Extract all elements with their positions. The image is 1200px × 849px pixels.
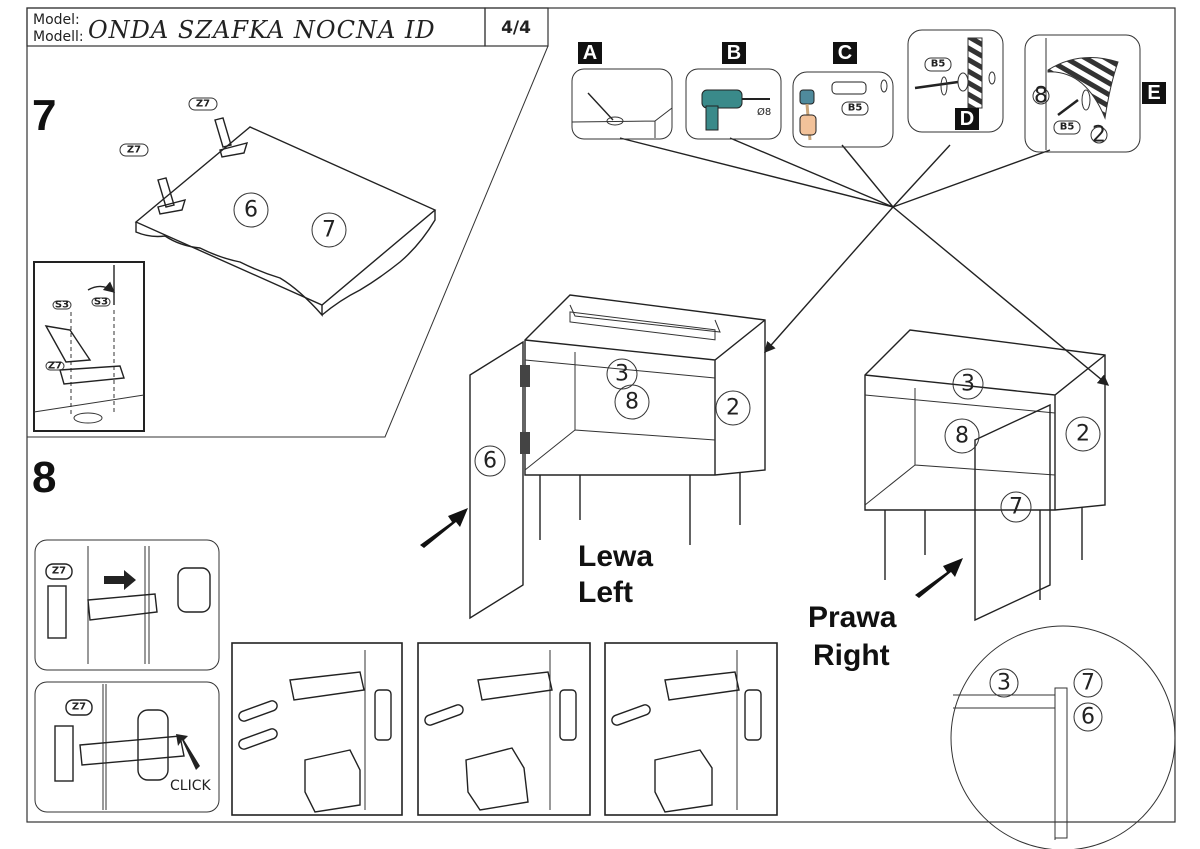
step-letter: E: [1147, 82, 1160, 104]
right-door: [974, 403, 1051, 622]
cabinet-label-en: Right: [813, 639, 890, 672]
header: Model: Modell: ONDA SZAFKA NOCNA ID 4/4: [26, 7, 549, 47]
step-letter: D: [960, 108, 974, 130]
panel-number: 3: [997, 671, 1011, 696]
step7-divider: [27, 45, 549, 438]
step-8-number: 8: [32, 453, 56, 502]
cabinet-label-pl: Lewa: [578, 540, 653, 573]
hinge-label: Z7: [52, 566, 66, 577]
pencil-mark-icon: [587, 92, 614, 121]
detail-circle: 3 7 6: [950, 625, 1176, 849]
arrow-icon: [915, 558, 963, 598]
step-letter: A: [583, 42, 597, 64]
hinge-label: Z7: [127, 145, 141, 156]
screw-into-panel-icon: [1057, 89, 1091, 116]
step-letter: B: [727, 42, 741, 64]
panel-number: 8: [955, 424, 969, 449]
hinge-z7-2: [214, 117, 249, 158]
cabinet-label-pl: Prawa: [808, 601, 897, 634]
page-frame: [26, 7, 1176, 823]
part-label: B5: [1060, 122, 1075, 133]
part-label: B5: [848, 103, 863, 114]
hinge-label: Z7: [48, 361, 62, 372]
panel-number: 6: [1081, 705, 1095, 730]
hinge-z7-1: [157, 177, 187, 215]
hinge-label: Z7: [72, 702, 86, 713]
left-door: [469, 340, 524, 620]
step-a: A: [571, 42, 673, 140]
wall-mount-steps: A B Ø8 C: [571, 29, 1166, 386]
right-cabinet: 3 8 2 7 Prawa Right: [808, 329, 1106, 672]
panel-number: 7: [1081, 671, 1095, 696]
part-label: B5: [931, 59, 946, 70]
click-label: CLICK: [170, 778, 211, 794]
panel-number: 8: [1034, 84, 1048, 109]
pointer-lines: [619, 137, 1110, 386]
left-cabinet: 3 8 2 6 Lewa Left: [420, 294, 766, 620]
panel-number: 2: [726, 396, 740, 421]
step-letter: C: [838, 42, 852, 64]
screw-label: S3: [55, 300, 69, 311]
arrow-icon: [420, 508, 468, 548]
hinge-label: Z7: [196, 99, 210, 110]
panel-number: 3: [961, 372, 975, 397]
step-7-number: 7: [32, 91, 56, 140]
door-panel: [134, 126, 437, 306]
step-b: B Ø8: [685, 42, 782, 140]
screw-washer-icon: [914, 71, 996, 96]
drill-size: Ø8: [757, 106, 771, 118]
model-label: Model:: [33, 12, 80, 28]
adjust-panel-depth: [231, 642, 403, 816]
step-e: 8 B5 2 E: [1024, 34, 1166, 153]
panel-number: 2: [1076, 422, 1090, 447]
model-name: ONDA SZAFKA NOCNA ID: [88, 16, 436, 44]
screw-label: S3: [94, 297, 108, 308]
panel-number: 7: [1009, 495, 1023, 520]
cabinet-label-en: Left: [578, 576, 633, 609]
page-number: 4/4: [501, 18, 531, 38]
panel-number: 8: [625, 390, 639, 415]
drill-icon: [701, 89, 770, 131]
panel-number: 6: [483, 449, 497, 474]
modell-label: Modell:: [33, 29, 84, 45]
panel-number: 6: [244, 198, 258, 223]
cabinet-legs: [539, 472, 741, 545]
panel-number: 7: [322, 218, 336, 243]
hammer-dowel-icon: [799, 79, 888, 141]
adjust-panel-side: [417, 642, 591, 816]
adjust-panel-height: [604, 642, 778, 816]
hinge-attach-panel: Z7: [34, 539, 220, 671]
panel-number: 2: [1092, 123, 1106, 148]
step-c: C B5: [792, 42, 894, 148]
hinge-click-panel: Z7 CLICK: [34, 681, 220, 813]
step-7: 7 Z7 Z7 6 7: [32, 91, 437, 432]
hinge-screw-inset: S3 S3 Z7: [33, 261, 145, 432]
cabinet-legs: [884, 507, 1083, 600]
panel-number: 3: [615, 362, 629, 387]
step-d: B5 D: [907, 29, 1004, 133]
step-8: 8 Z7 Z7 CLICK: [32, 453, 778, 816]
